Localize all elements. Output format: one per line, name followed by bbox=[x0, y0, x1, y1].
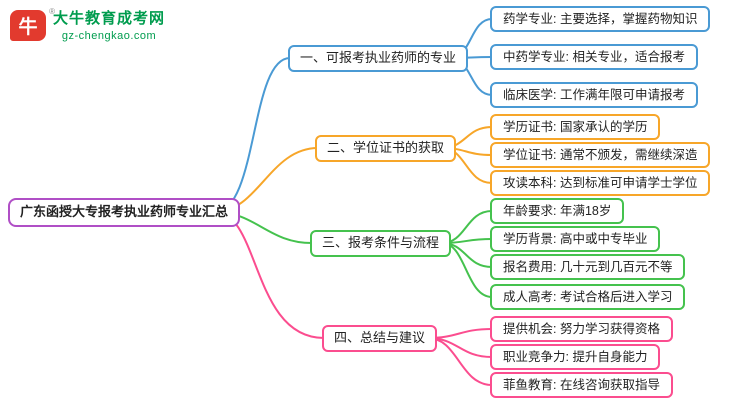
connector-root-branch1 bbox=[214, 57, 291, 213]
leaf-2-1[interactable]: 学历证书: 国家承认的学历 bbox=[490, 114, 661, 141]
logo-bull-icon: 牛 ® bbox=[10, 7, 55, 41]
leaf-2-3[interactable]: 攻读本科: 达到标准可申请学士学位 bbox=[490, 170, 711, 197]
root-topic[interactable]: 广东函授大专报考执业药师专业汇总 bbox=[8, 198, 241, 227]
branch-2-node[interactable]: 二、学位证书的获取 bbox=[315, 135, 457, 162]
branch-4-node[interactable]: 四、总结与建议 bbox=[322, 325, 438, 352]
connector-b4-leaf1 bbox=[427, 328, 493, 339]
leaf-3-2[interactable]: 学历背景: 高中或中专毕业 bbox=[490, 226, 661, 253]
leaf-3-4[interactable]: 成人高考: 考试合格后进入学习 bbox=[490, 284, 686, 311]
leaf-2-2[interactable]: 学位证书: 通常不颁发，需继续深造 bbox=[490, 142, 711, 169]
logo-bull-glyph: 牛 bbox=[18, 17, 38, 38]
site-url: gz-chengkao.com bbox=[61, 30, 157, 42]
leaf-1-2[interactable]: 中药学专业: 相关专业，适合报考 bbox=[490, 44, 698, 71]
leaf-4-2[interactable]: 职业竞争力: 提升自身能力 bbox=[490, 344, 661, 371]
branch-3-node[interactable]: 三、报考条件与流程 bbox=[310, 230, 452, 257]
leaf-3-3[interactable]: 报名费用: 几十元到几百元不等 bbox=[490, 254, 686, 281]
leaf-1-3[interactable]: 临床医学: 工作满年限可申请报考 bbox=[490, 82, 698, 109]
site-logo[interactable]: 牛 ® 大牛教育成考网 gz-chengkao.com bbox=[10, 7, 165, 43]
branch-1-node[interactable]: 一、可报考执业药师的专业 bbox=[288, 45, 469, 72]
leaf-3-1[interactable]: 年龄要求: 年满18岁 bbox=[490, 198, 625, 225]
leaf-4-3[interactable]: 菲鱼教育: 在线咨询获取指导 bbox=[490, 372, 673, 399]
leaf-1-1[interactable]: 药学专业: 主要选择，掌握药物知识 bbox=[490, 6, 711, 33]
connector-b4-leaf3 bbox=[427, 337, 493, 386]
registered-trademark: ® bbox=[49, 7, 55, 16]
site-name: 大牛教育成考网 bbox=[53, 10, 166, 27]
logo-text-block: 大牛教育成考网 gz-chengkao.com bbox=[53, 10, 165, 43]
leaf-4-1[interactable]: 提供机会: 努力学习获得资格 bbox=[490, 316, 673, 343]
